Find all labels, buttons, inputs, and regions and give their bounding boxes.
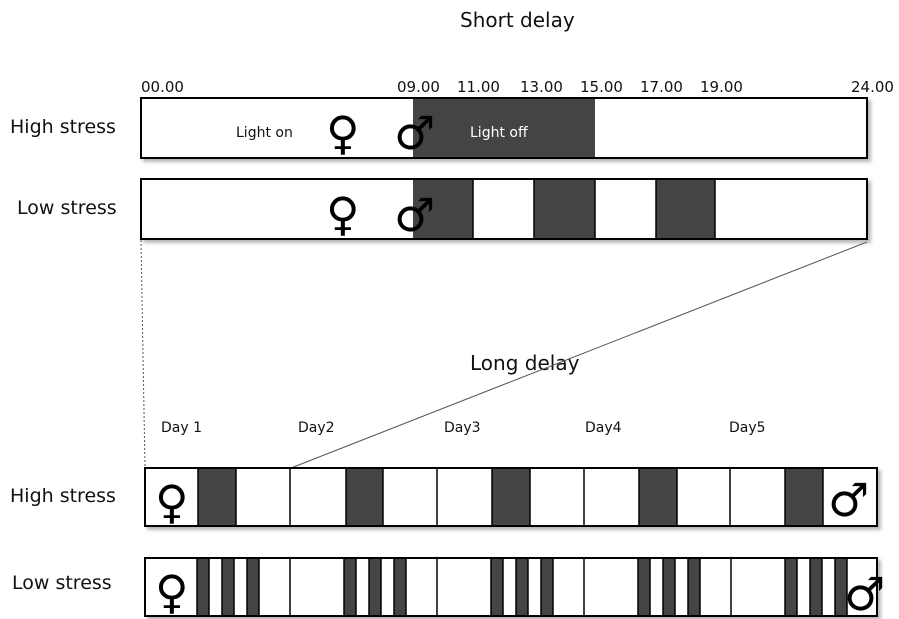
tick-label: 15.00 — [580, 78, 623, 96]
dark-period — [346, 468, 383, 526]
dark-period — [198, 468, 236, 526]
male-symbol-icon: ♂ — [394, 106, 435, 160]
dark-period — [663, 558, 675, 616]
tick-label: 09.00 — [397, 78, 440, 96]
short-low-stress-label: Low stress — [17, 197, 117, 219]
tick-label: 11.00 — [457, 78, 500, 96]
dark-period — [534, 179, 595, 239]
female-symbol-icon: ♀ — [155, 475, 189, 529]
dark-period — [197, 558, 209, 616]
dark-period — [492, 468, 530, 526]
female-symbol-icon: ♀ — [326, 106, 360, 160]
male-symbol-icon: ♂ — [828, 473, 869, 527]
dark-period — [810, 558, 822, 616]
light-on-label: Light on — [236, 125, 293, 141]
dark-period — [835, 558, 847, 616]
long-low-stress-label: Low stress — [12, 572, 112, 594]
dark-period — [344, 558, 356, 616]
zoom-connector-left — [140, 239, 146, 469]
tick-label: 17.00 — [640, 78, 683, 96]
female-symbol-icon: ♀ — [155, 565, 189, 619]
dark-period — [516, 558, 528, 616]
dark-period — [491, 558, 503, 616]
dark-period — [369, 558, 381, 616]
dark-period — [247, 558, 259, 616]
female-symbol-icon: ♀ — [326, 187, 360, 241]
day-label: Day 1 — [161, 420, 203, 436]
dark-period — [785, 468, 823, 526]
long-high-stress-bar — [144, 467, 878, 527]
tick-label: 13.00 — [520, 78, 563, 96]
zoom-connector-right — [290, 241, 868, 469]
short-delay-title: Short delay — [460, 8, 575, 32]
dark-period — [639, 468, 677, 526]
dark-period — [638, 558, 650, 616]
dark-period — [541, 558, 553, 616]
long-high-stress-label: High stress — [10, 485, 116, 507]
tick-label: 19.00 — [700, 78, 743, 96]
day-label: Day4 — [585, 420, 622, 436]
dark-period — [413, 98, 595, 158]
male-symbol-icon: ♂ — [394, 188, 435, 242]
long-low-stress-bar — [144, 557, 878, 617]
dark-period — [413, 179, 473, 239]
day-label: Day5 — [729, 420, 766, 436]
male-symbol-icon: ♂ — [844, 567, 885, 619]
tick-label: 00.00 — [141, 78, 184, 96]
short-high-stress-bar — [140, 97, 868, 159]
tick-label: 24.00 — [851, 78, 894, 96]
short-low-stress-bar — [140, 178, 868, 240]
day-label: Day2 — [298, 420, 335, 436]
dark-period — [394, 558, 406, 616]
short-high-stress-label: High stress — [10, 116, 116, 138]
day-label: Day3 — [444, 420, 481, 436]
dark-period — [222, 558, 234, 616]
long-delay-title: Long delay — [470, 351, 580, 375]
dark-period — [656, 179, 715, 239]
dark-period — [688, 558, 700, 616]
light-off-label: Light off — [470, 125, 528, 141]
dark-period — [785, 558, 797, 616]
